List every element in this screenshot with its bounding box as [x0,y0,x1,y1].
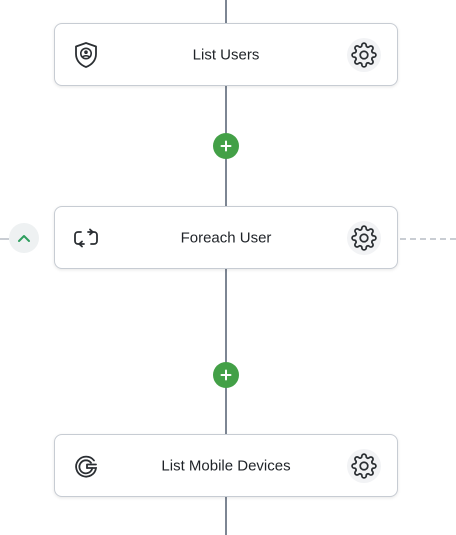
node-label: Foreach User [180,229,272,246]
connector-line [225,497,227,535]
branch-connector-left [0,238,9,240]
chevron-up-icon [18,235,30,242]
loop-icon [71,223,101,253]
add-step-button[interactable] [213,362,239,388]
connector-line [225,0,227,23]
node-settings-button[interactable] [347,448,381,483]
node-settings-button[interactable] [347,37,381,72]
plus-icon [220,369,232,381]
gear-icon [351,41,377,68]
shield-user-icon [71,40,101,70]
node-label: List Mobile Devices [161,457,291,474]
google-icon [71,451,101,481]
gear-icon [351,224,377,251]
branch-connector-right [400,238,456,240]
node-settings-button[interactable] [347,220,381,255]
plus-icon [220,140,232,152]
workflow-node-list-users[interactable]: List Users [54,23,398,86]
workflow-node-list-mobile-devices[interactable]: List Mobile Devices [54,434,398,497]
workflow-node-foreach-user[interactable]: Foreach User [54,206,398,269]
node-label: List Users [192,46,260,63]
collapse-branch-button[interactable] [9,223,39,253]
add-step-button[interactable] [213,133,239,159]
connector-line [225,269,227,435]
gear-icon [351,452,377,479]
